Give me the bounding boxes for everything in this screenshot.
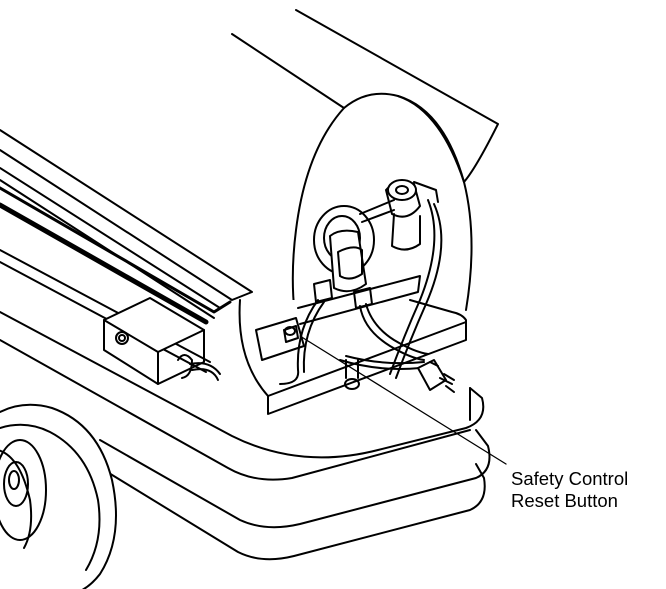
reset-button: [283, 325, 507, 465]
heater-hood: [231, 9, 499, 347]
side-control-box: [103, 297, 221, 385]
heater-base: [0, 311, 491, 561]
power-plug: [417, 359, 455, 393]
base-boss: [344, 359, 360, 390]
reset-button-callout: Safety Control Reset Button: [511, 468, 628, 512]
wiring: [279, 199, 443, 385]
pump-assembly: [313, 179, 439, 309]
callout-line-1: Safety Control: [511, 468, 629, 489]
wheel: [0, 403, 117, 589]
heater-shell: [0, 129, 253, 373]
callout-line-2: Reset Button: [511, 490, 618, 511]
